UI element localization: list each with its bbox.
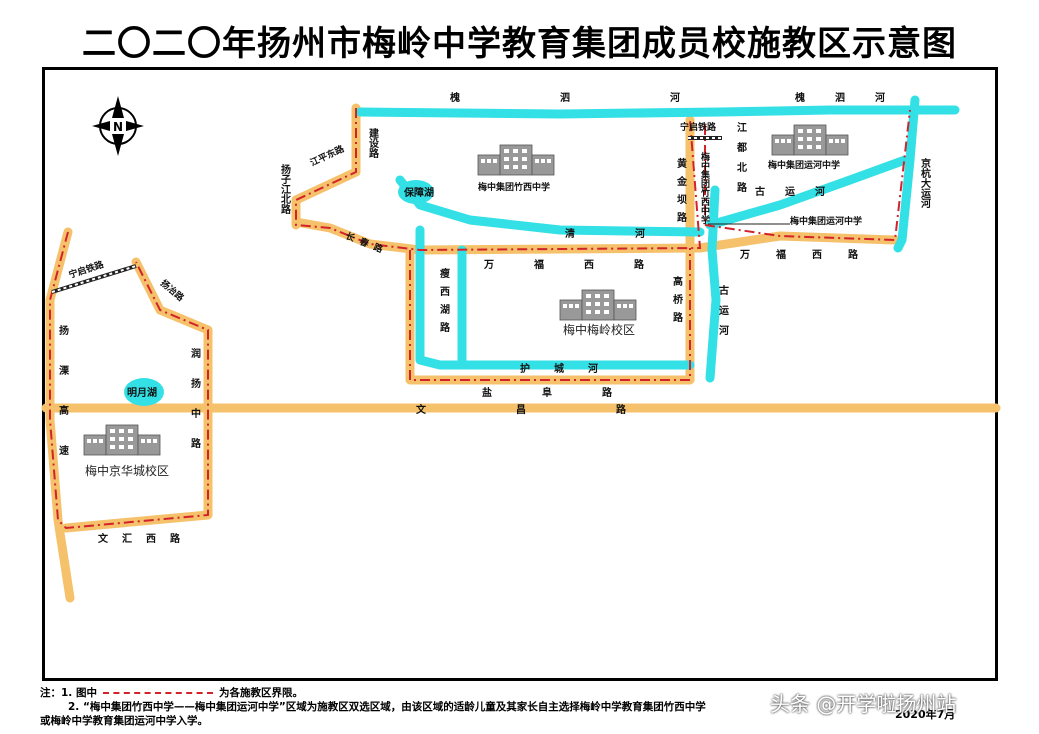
building-icon-zhuxi	[477, 144, 555, 176]
road-label-shouxihu: 瘦西湖路	[438, 267, 450, 340]
road-label-huangjinba: 黄金坝路	[675, 157, 688, 230]
railway-west	[51, 264, 137, 294]
road-label-jianshe: 建设路	[367, 127, 380, 159]
water-baozhang-lake: 保障湖	[403, 186, 434, 199]
river-hucheng	[415, 225, 695, 370]
road-label-wenchang: 文昌路	[416, 403, 716, 416]
campus-yunhe: 梅中集团运河中学	[768, 159, 840, 171]
note-line-1-prefix: 注：1. 图中	[40, 687, 97, 699]
river-huaisi	[355, 105, 960, 119]
boundaries	[49, 108, 911, 530]
campus-meiling: 梅中梅岭校区	[563, 322, 635, 337]
baozhang-lake	[398, 180, 434, 204]
compass-label: N	[113, 120, 123, 134]
road-label-gaoqiao: 高桥路	[671, 275, 683, 330]
campus-yunhe-b: 梅中集团运河中学	[790, 215, 862, 227]
river-gu-canal-upper	[705, 155, 910, 230]
campus-zhuxi: 梅中集团竹西中学	[478, 181, 550, 193]
map-date: 2020年7月	[895, 708, 956, 721]
note-line-2: 2. “梅中集团竹西中学——梅中集团运河中学”区域为施教区双选区域，由该区域的适…	[68, 701, 706, 713]
note-line-1-suffix: 为各施教区界限。	[218, 687, 303, 699]
water-qing: 清河	[565, 227, 705, 240]
watermark: 头条 @开学啦扬州站	[770, 692, 957, 716]
compass-icon: N	[92, 96, 144, 156]
road-label-yangli-highway: 扬溧高速	[57, 324, 69, 485]
note-line-3: 或梅岭中学教育集团运河中学入学。	[40, 715, 208, 727]
water-gu-canal-a: 古运河	[755, 185, 845, 198]
railway-label-east: 宁启铁路	[680, 121, 717, 133]
water-mingyue-lake: 明月湖	[127, 386, 157, 399]
map-frame	[42, 67, 998, 681]
building-icon-meiling	[559, 289, 637, 321]
road-jianshe-jiangping	[291, 103, 361, 230]
water-huaisi-west: 槐泗河	[449, 91, 780, 104]
road-label-wenhui-west: 文汇西路	[98, 532, 194, 545]
water-gu-canal-b: 古运河	[717, 284, 729, 345]
water-jinghang-canal: 京杭大运河	[919, 157, 931, 209]
campus-zhuxi-vertical: 梅中集团竹西中学	[699, 151, 711, 225]
road-label-wanfu-west: 万福西路	[483, 258, 684, 271]
river-jinghang	[893, 95, 920, 253]
road-label-yangye: 扬冶路	[158, 277, 187, 304]
water-huaisi-east: 槐泗河	[794, 91, 915, 104]
building-icon-yunhe	[771, 124, 849, 156]
campus-jinghua: 梅中京华城校区	[85, 463, 169, 478]
note-line-1: 注：1. 图中 为各施教区界限。	[40, 686, 706, 700]
river-gu-canal-lower	[705, 185, 721, 383]
road-label-jiangdu-north: 江都北路	[735, 121, 748, 202]
map-title: 二〇二〇年扬州市梅岭中学教育集团成员校施教区示意图	[82, 24, 957, 64]
building-icon-jinghua	[83, 424, 161, 456]
road-label-yangzi-jiangbei: 扬子江北路	[279, 163, 291, 215]
road-label-runyang-middle: 润扬中路	[189, 347, 201, 468]
boundary-legend-dash	[102, 692, 213, 694]
road-label-jiangping-east: 江平东路	[308, 142, 347, 169]
road-label-yanfu: 盐阜路	[482, 386, 662, 399]
water-hucheng: 护城河	[520, 362, 622, 375]
map-notes: 注：1. 图中 为各施教区界限。 2. “梅中集团竹西中学——梅中集团运河中学”区…	[40, 686, 706, 728]
road-label-wanfu-west-east: 万福西路	[739, 248, 884, 261]
mingyue-lake	[124, 378, 164, 406]
